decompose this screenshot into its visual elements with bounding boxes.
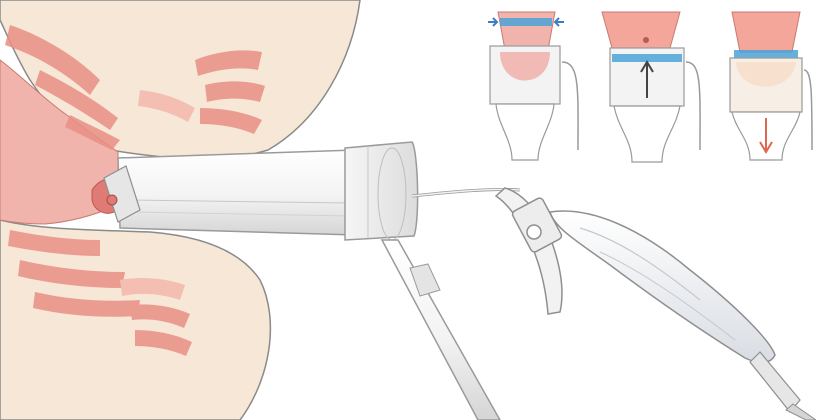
inset-panel-step-2 [602,12,700,162]
ligator-barrel [118,150,355,235]
suction-connector-tube [382,240,500,420]
inset-panel-step-3 [730,12,812,160]
suction-bulb [550,211,816,420]
trigger-handle [496,188,563,314]
inset-panel-step-1 [488,12,578,160]
inset-step-panels [488,12,812,162]
